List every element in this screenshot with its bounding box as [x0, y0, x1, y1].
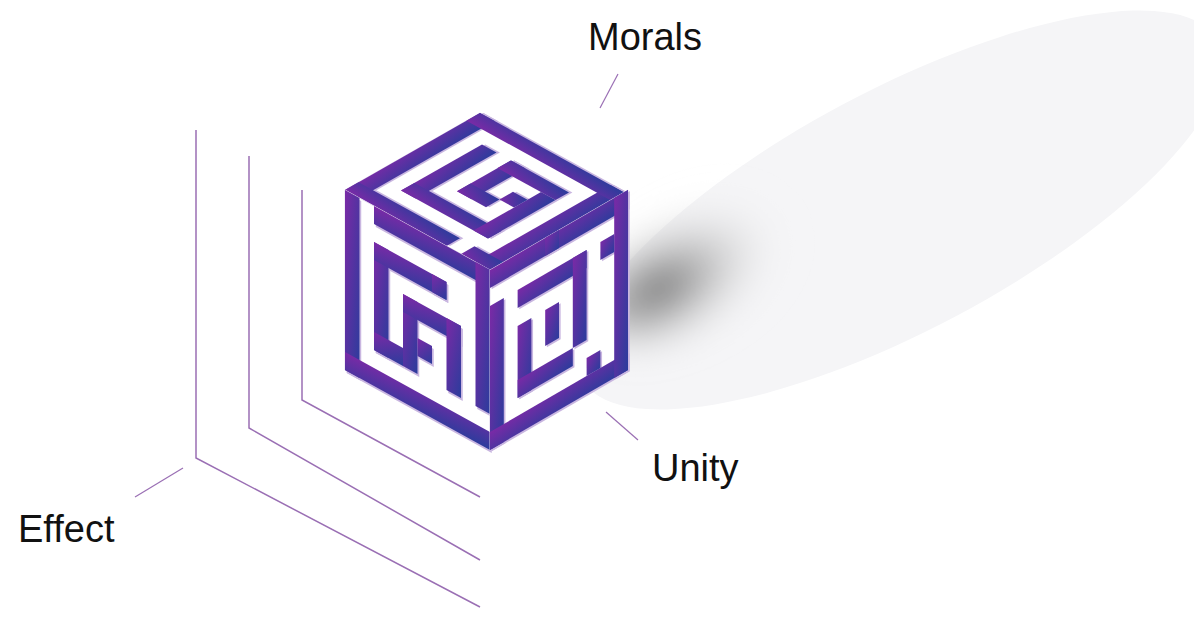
- axis-label: Unity: [652, 449, 739, 487]
- cube-face: [490, 189, 630, 452]
- backdrop-ellipse: [526, 0, 1194, 485]
- kufic-cube: [345, 112, 630, 453]
- axis-label: Effect: [18, 510, 114, 548]
- cube-face: [345, 190, 492, 453]
- axis-label: Morals: [588, 18, 702, 56]
- leader-lines: [135, 74, 638, 497]
